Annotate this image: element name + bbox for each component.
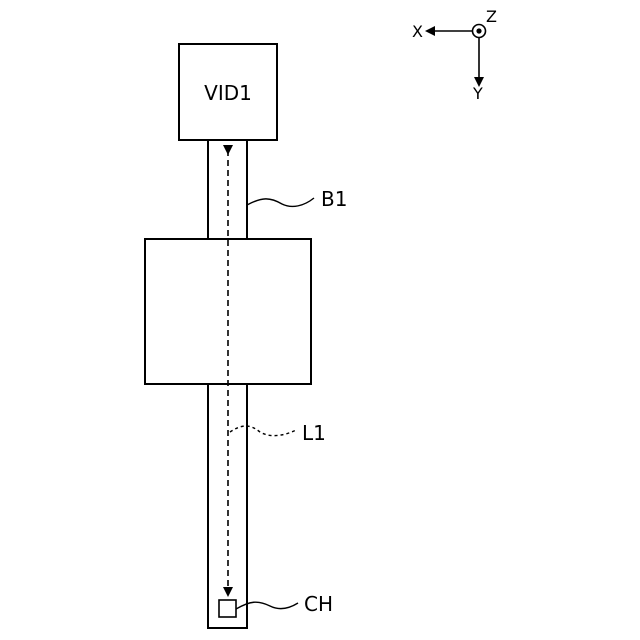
contact-hole-ch — [219, 600, 236, 617]
callout-l1: L1 — [302, 421, 326, 445]
z-axis-label: Z — [486, 7, 497, 26]
leader-b1 — [247, 198, 314, 206]
axes-indicator: X Y Z — [412, 7, 497, 103]
callout-b1: B1 — [321, 187, 347, 211]
callout-ch: CH — [304, 592, 333, 616]
y-axis-label: Y — [472, 84, 483, 103]
x-axis-label: X — [412, 22, 423, 41]
vid1-label: VID1 — [204, 81, 252, 105]
z-axis-dot-icon — [476, 28, 481, 33]
